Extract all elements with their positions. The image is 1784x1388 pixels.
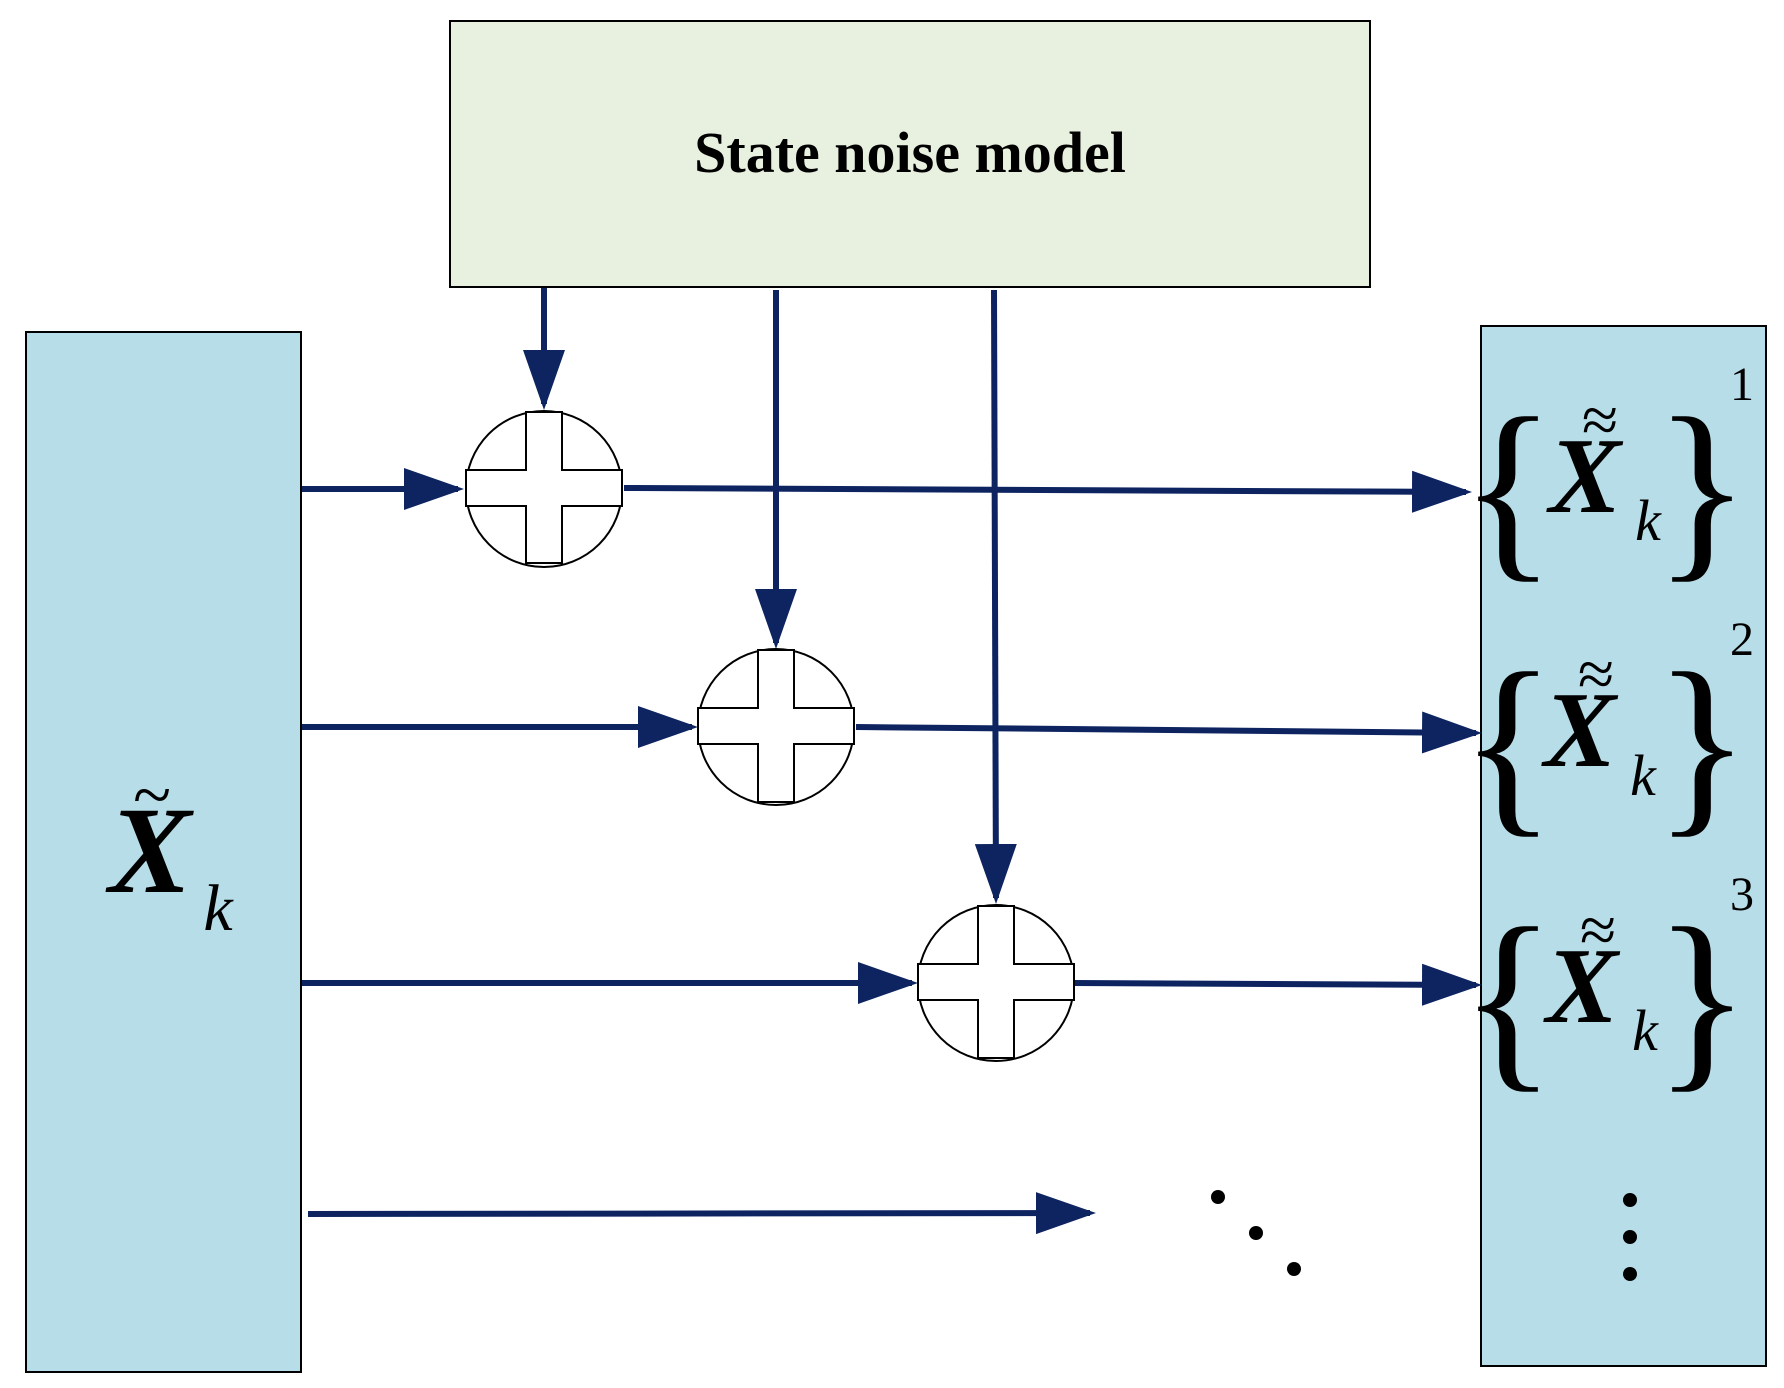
output-accent-3: ≈ — [1580, 894, 1616, 967]
output-symbol-1: X — [1546, 417, 1624, 536]
right-brace-icon: } — [1654, 378, 1750, 599]
input-box: ~ X k — [25, 331, 302, 1373]
output-subscript-3: k — [1632, 998, 1659, 1063]
input-symbol-accent: ~ — [133, 757, 171, 834]
adder-2 — [697, 648, 855, 806]
plus-icon — [697, 649, 855, 803]
output-accent-1: ≈ — [1582, 384, 1618, 457]
input-subscript: k — [203, 872, 234, 945]
output-superscript-1: 1 — [1730, 358, 1754, 411]
input-arrows — [302, 468, 1096, 1235]
left-brace-icon: { — [1460, 633, 1556, 854]
input-arrow-4 — [307, 1192, 1096, 1235]
adder-3 — [917, 904, 1075, 1062]
input-symbol: X — [105, 782, 195, 919]
output-arrows — [623, 470, 1482, 1006]
left-brace-icon: { — [1460, 888, 1556, 1109]
output-superscript-2: 2 — [1730, 613, 1754, 666]
state-noise-model-label: State noise model — [694, 120, 1126, 185]
output-superscript-3: 3 — [1730, 868, 1754, 921]
output-item-1: { ≈ X k } 1 — [1460, 358, 1754, 599]
plus-icon — [917, 905, 1075, 1059]
output-arrow-3 — [1073, 963, 1482, 1006]
output-symbol-2: X — [1541, 671, 1619, 790]
noise-arrow-3 — [974, 289, 1017, 904]
output-accent-2: ≈ — [1578, 638, 1614, 711]
state-noise-model-box: State noise model — [449, 20, 1371, 288]
output-subscript-1: k — [1635, 488, 1662, 553]
right-brace-icon: } — [1654, 633, 1750, 854]
output-box: { ≈ X k } 1 { ≈ X k } 2 { ≈ X k } 3 — [1460, 325, 1767, 1367]
diagonal-ellipsis-icon — [1211, 1190, 1301, 1276]
left-brace-icon: { — [1460, 378, 1556, 599]
noise-arrows — [523, 288, 1017, 904]
output-arrow-2 — [855, 711, 1482, 754]
output-symbol-3: X — [1543, 927, 1621, 1046]
vertical-ellipsis-icon — [1623, 1193, 1637, 1281]
output-arrow-1 — [623, 470, 1472, 513]
output-item-3: { ≈ X k } 3 — [1460, 868, 1754, 1109]
right-brace-icon: } — [1654, 888, 1750, 1109]
adder-1 — [465, 410, 623, 568]
output-subscript-2: k — [1630, 743, 1657, 808]
output-item-2: { ≈ X k } 2 — [1460, 613, 1754, 854]
plus-icon — [465, 411, 623, 564]
